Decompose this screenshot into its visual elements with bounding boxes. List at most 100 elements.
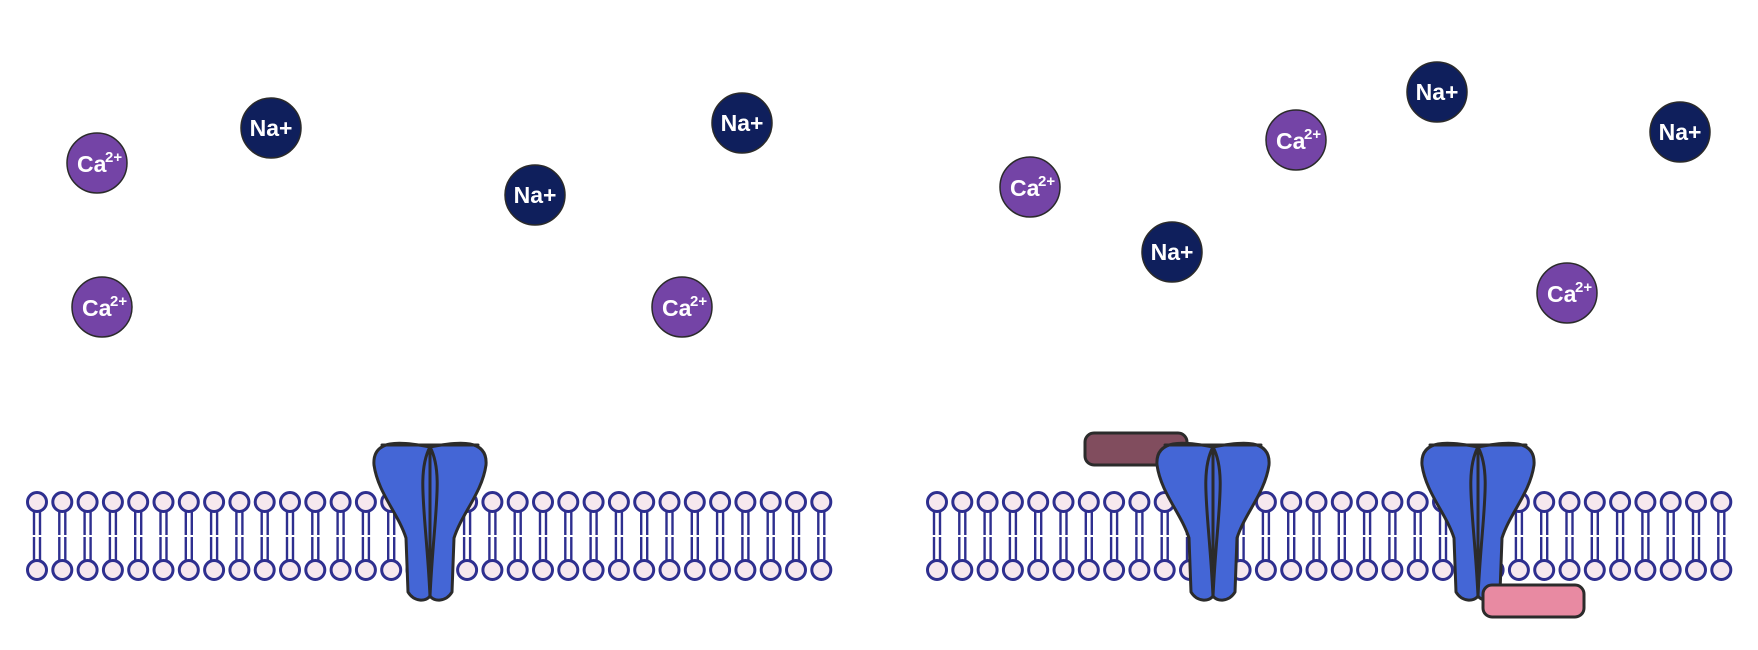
ca-ion-label: Ca <box>82 295 112 321</box>
lipid-pair <box>1583 491 1606 581</box>
lipid-head-icon <box>1583 559 1606 581</box>
lipid-head-icon <box>532 559 554 581</box>
lipid-head-icon <box>759 491 782 513</box>
lipid-head-icon <box>1077 491 1100 513</box>
lipid-head-icon <box>1027 559 1050 581</box>
lipid-head-icon <box>810 559 833 581</box>
lipid-pair <box>76 491 99 581</box>
lipid-head-icon <box>1558 491 1581 513</box>
lipid-pair <box>354 491 377 581</box>
lipid-head-icon <box>810 491 833 513</box>
ca-ion-icon: Ca2+ <box>71 276 133 338</box>
ion-channel-icon <box>1420 441 1536 602</box>
lipid-pair <box>279 491 301 581</box>
lipid-head-icon <box>51 491 74 513</box>
na-ion-label: Na+ <box>514 182 557 208</box>
lipid-pair <box>607 491 630 581</box>
lipid-head-icon <box>951 559 974 581</box>
lipid-head-icon <box>1254 559 1277 581</box>
ca-ion-label: Ca <box>662 295 692 321</box>
lipid-head-icon <box>607 491 630 513</box>
ca-ion-icon: Ca2+ <box>66 132 128 194</box>
blockers-front-right <box>1481 583 1586 619</box>
ca-ion-charge: 2+ <box>1575 279 1592 296</box>
na-ion-icon: Na+ <box>1649 101 1711 163</box>
lipid-pair <box>976 491 999 581</box>
lipid-head-icon <box>1609 491 1632 513</box>
lipid-head-icon <box>76 559 99 581</box>
lipid-head-icon <box>101 559 124 581</box>
lipid-head-icon <box>354 491 377 513</box>
lipid-pair <box>329 491 352 581</box>
ca-ion-icon: Ca2+ <box>1265 109 1327 171</box>
lipid-pair <box>1305 491 1328 581</box>
lipid-pair <box>177 491 200 581</box>
lipid-head-icon <box>279 559 301 581</box>
lipid-pair <box>481 491 504 581</box>
lipid-pair <box>1634 491 1657 581</box>
lipid-head-icon <box>152 491 175 513</box>
lipid-head-icon <box>101 491 124 513</box>
lipid-pair <box>1406 491 1429 581</box>
lipid-head-icon <box>1027 491 1050 513</box>
lipid-head-icon <box>253 559 276 581</box>
lipid-pair <box>127 491 150 581</box>
lipid-head-icon <box>203 491 226 513</box>
lipid-head-icon <box>785 559 807 581</box>
lipid-pair <box>1128 491 1151 581</box>
lipid-pair <box>1052 491 1075 581</box>
lipid-head-icon <box>1052 491 1075 513</box>
lipid-pair <box>253 491 276 581</box>
ca-ion-charge: 2+ <box>110 293 127 310</box>
ca-ion-label: Ca <box>1010 175 1040 201</box>
lipid-head-icon <box>557 559 580 581</box>
na-ion-icon: Na+ <box>504 164 566 226</box>
lipid-head-icon <box>506 491 529 513</box>
lipid-pair <box>26 491 48 581</box>
lipid-head-icon <box>1634 559 1657 581</box>
lipid-head-icon <box>1001 559 1024 581</box>
lipid-head-icon <box>1330 491 1353 513</box>
lipid-pair <box>152 491 175 581</box>
ca-ion-charge: 2+ <box>1038 173 1055 190</box>
lipid-pair <box>1381 491 1404 581</box>
lipid-head-icon <box>329 559 352 581</box>
lipid-head-icon <box>1583 491 1606 513</box>
lipid-head-icon <box>1001 491 1024 513</box>
lipid-head-icon <box>926 559 948 581</box>
lipid-head-icon <box>1381 491 1404 513</box>
lipid-head-icon <box>633 491 656 513</box>
lipid-head-icon <box>683 559 706 581</box>
ca-ion-label: Ca <box>1547 281 1577 307</box>
lipid-pair <box>683 491 706 581</box>
lipid-head-icon <box>1634 491 1657 513</box>
lipid-head-icon <box>926 491 948 513</box>
lipid-head-icon <box>26 491 48 513</box>
lipid-head-icon <box>304 559 327 581</box>
lipid-pair <box>506 491 529 581</box>
na-ion-label: Na+ <box>1151 239 1194 265</box>
lipid-head-icon <box>1609 559 1632 581</box>
ion-channel-icon <box>372 441 488 602</box>
lipid-head-icon <box>582 491 605 513</box>
lipid-head-icon <box>1280 559 1303 581</box>
lipid-head-icon <box>1330 559 1353 581</box>
lipid-head-icon <box>1305 559 1328 581</box>
lipid-head-icon <box>1077 559 1100 581</box>
lipid-head-icon <box>354 559 377 581</box>
lipid-pair <box>304 491 327 581</box>
lipid-head-icon <box>759 559 782 581</box>
lipid-head-icon <box>177 559 200 581</box>
lipid-pair <box>557 491 580 581</box>
lipid-head-icon <box>177 491 200 513</box>
lipid-head-icon <box>253 491 276 513</box>
lipid-head-icon <box>658 491 681 513</box>
lipid-head-icon <box>1406 559 1429 581</box>
left-panel: Ca2+Na+Na+Na+Ca2+Ca2+ <box>26 92 833 602</box>
ca-ion-label: Ca <box>1276 128 1306 154</box>
ca-ion-icon: Ca2+ <box>999 156 1061 218</box>
lipid-pair <box>1659 491 1682 581</box>
lipid-head-icon <box>709 559 732 581</box>
lipid-head-icon <box>1153 559 1176 581</box>
lipid-head-icon <box>1710 491 1733 513</box>
